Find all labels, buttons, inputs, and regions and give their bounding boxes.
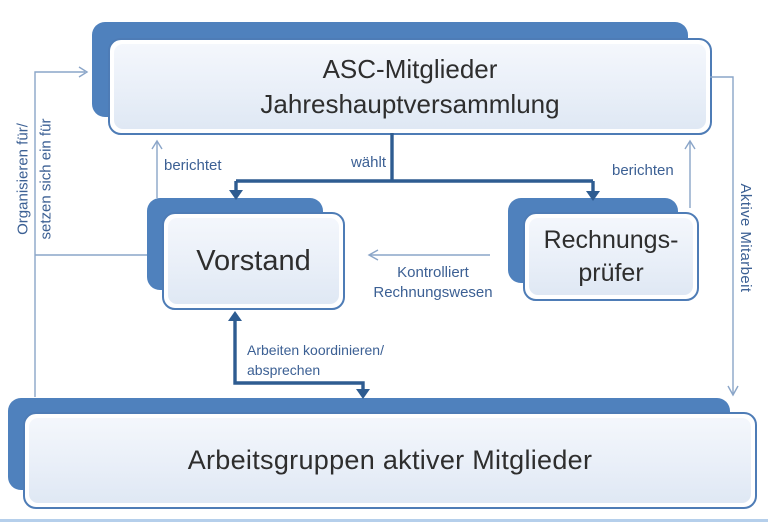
node-label-line: ASC-Mitglieder bbox=[322, 54, 498, 85]
label-organisieren: Organisieren für/ setzen sich ein für bbox=[13, 119, 58, 240]
node-label-line: Arbeitsgruppen aktiver Mitglieder bbox=[187, 445, 593, 475]
edge-berichtet bbox=[151, 139, 163, 198]
label-line: Rechnungswesen bbox=[373, 283, 493, 301]
label-line: Organisieren für/ bbox=[14, 123, 32, 235]
edge-kontrolliert bbox=[367, 249, 490, 261]
node-label-line: Jahreshauptversammlung bbox=[260, 88, 560, 119]
label-line: absprechen bbox=[247, 361, 321, 378]
node-label: Vorstand bbox=[168, 218, 339, 304]
label-waehlt: wählt bbox=[350, 154, 386, 171]
edge-aktive-mitarbeit bbox=[710, 76, 739, 397]
node-front: ASC-Mitglieder Jahreshauptversammlung bbox=[108, 38, 712, 135]
edge-berichten bbox=[684, 139, 696, 208]
label-aktive-mitarbeit: Aktive Mitarbeit bbox=[736, 183, 754, 293]
label-berichten: berichten bbox=[612, 162, 674, 179]
node-front: Vorstand bbox=[162, 212, 345, 310]
label-koordinieren: Arbeiten koordinieren/ absprechen bbox=[247, 341, 384, 380]
label-berichtet: berichtet bbox=[164, 157, 222, 174]
node-label-line: Vorstand bbox=[196, 244, 311, 277]
label-line: setzen sich ein für bbox=[37, 118, 54, 240]
label-line: Arbeiten koordinieren/ bbox=[247, 342, 384, 358]
label-line: Kontrolliert bbox=[397, 264, 469, 281]
node-front: Arbeitsgruppen aktiver Mitglieder bbox=[23, 412, 757, 509]
node-label: Rechnungs- prüfer bbox=[529, 218, 693, 295]
edge-waehlt bbox=[229, 133, 600, 201]
node-label: ASC-Mitglieder Jahreshauptversammlung bbox=[114, 44, 706, 129]
label-kontrolliert: Kontrolliert Rechnungswesen bbox=[353, 263, 513, 302]
node-label-line: Rechnungs- bbox=[543, 225, 679, 254]
node-label-line: prüfer bbox=[578, 258, 644, 287]
node-front: Rechnungs- prüfer bbox=[523, 212, 699, 301]
node-label: Arbeitsgruppen aktiver Mitglieder bbox=[29, 418, 751, 503]
bottom-divider-line bbox=[0, 519, 768, 522]
